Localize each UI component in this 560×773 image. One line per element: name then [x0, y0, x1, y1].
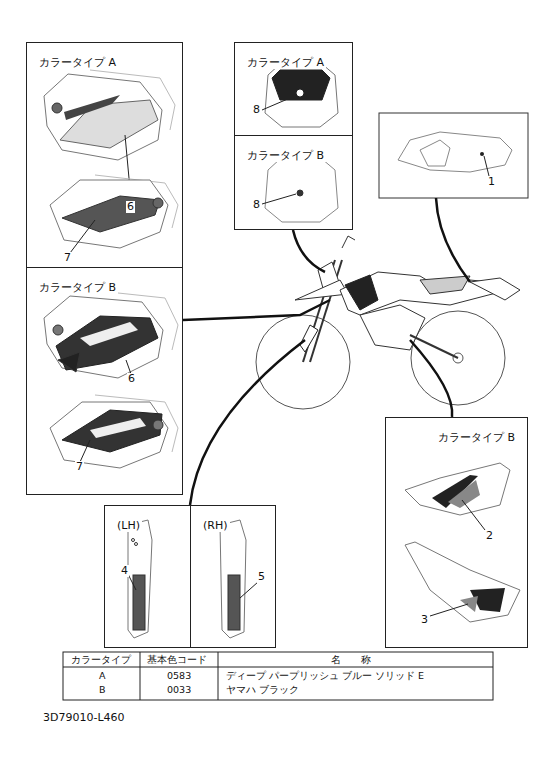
color-type-panel: カラータイプ B [26, 267, 183, 495]
table-cell: 0583 [166, 670, 192, 682]
panel-heading: カラータイプ B [245, 149, 326, 162]
color-type-panel: カラータイプ B [385, 417, 528, 648]
callout-number: 4 [120, 565, 129, 577]
color-type-panel: カラータイプ B [234, 135, 353, 230]
callout-number: 6 [126, 201, 135, 213]
table-cell: B [98, 684, 107, 696]
panel-heading: (RH) [201, 519, 230, 532]
callout-number: 6 [127, 373, 136, 385]
table-cell: 0033 [166, 684, 192, 696]
callout-number: 7 [75, 461, 84, 473]
table-cell: ヤマハ ブラック [225, 684, 300, 696]
color-type-panel: カラータイプ A [234, 42, 353, 136]
color-table-grid [63, 652, 493, 700]
seat-panel [379, 113, 528, 198]
callout-number: 8 [252, 199, 261, 211]
panel-heading: (LH) [115, 519, 142, 532]
callout-number: 3 [420, 614, 429, 626]
table-header: カラータイプ [70, 654, 132, 666]
callout-number: 8 [252, 104, 261, 116]
panel-heading: カラータイプ B [436, 431, 517, 444]
color-type-panel: (LH) [104, 505, 191, 648]
panel-heading: カラータイプ B [37, 281, 118, 294]
callout-number: 2 [485, 530, 494, 542]
callout-number: 5 [257, 571, 266, 583]
drawing-number: 3D79010-L460 [42, 712, 126, 724]
callout-number: 1 [487, 176, 496, 188]
leader-lines [183, 198, 470, 505]
table-header: 基本色コード [146, 654, 208, 666]
table-cell: A [98, 670, 107, 682]
table-cell: ディープ パープリッシュ ブルー ソリッド E [225, 670, 425, 682]
panel-heading: カラータイプ A [37, 56, 118, 69]
color-type-panel: カラータイプ A [26, 42, 183, 268]
panel-heading: カラータイプ A [245, 56, 326, 69]
table-header: 名 称 [330, 654, 372, 666]
callout-number: 7 [63, 252, 72, 264]
